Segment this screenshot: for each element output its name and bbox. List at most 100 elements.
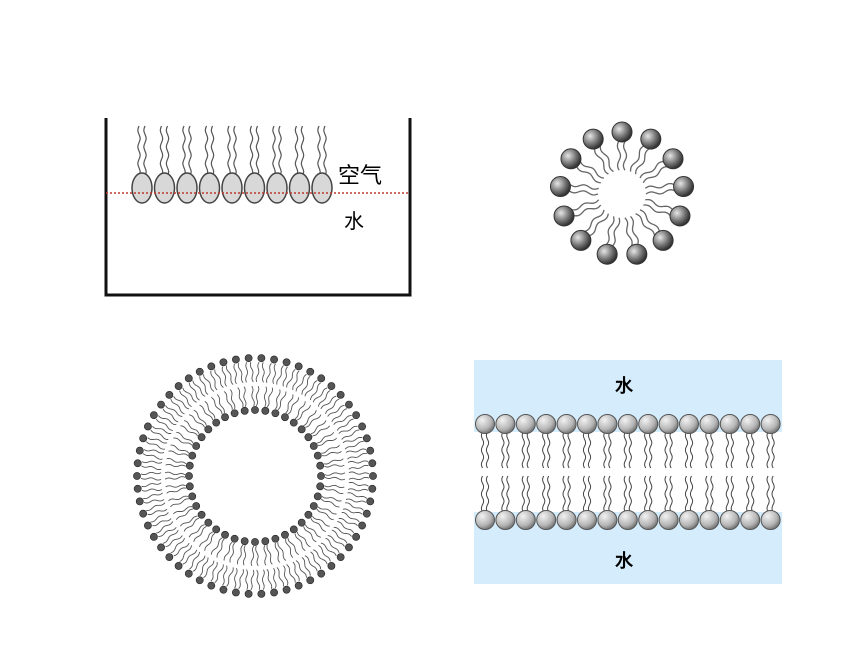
hydrophobic-tail: [150, 512, 169, 523]
hydrophilic-head: [185, 472, 193, 480]
hydrophobic-tail: [310, 551, 322, 570]
hydrophilic-head: [133, 459, 142, 468]
hydrophilic-head: [185, 482, 194, 491]
hydrophilic-head: [174, 562, 183, 570]
hydrophobic-tail: [199, 531, 214, 548]
hydrophobic-tail: [624, 217, 633, 247]
hydrophilic-head: [597, 510, 618, 530]
amphiphile-molecule: [153, 125, 176, 204]
hydrophobic-tail: [188, 382, 200, 401]
hydrophobic-tail: [605, 216, 615, 246]
bilayer-molecule-bottom: [475, 475, 495, 530]
hydrophobic-tail: [250, 545, 255, 567]
liposome-outer-molecule: [286, 561, 303, 590]
hydrophobic-tail: [547, 475, 551, 513]
hydrophobic-tail: [623, 475, 627, 513]
liposome-inner-molecule: [316, 482, 345, 494]
hydrophobic-tail: [725, 475, 729, 513]
micelle-molecule: [639, 148, 684, 184]
hydrophobic-tail: [579, 161, 605, 179]
hydrophobic-tail: [480, 475, 485, 513]
hydrophobic-tail: [751, 475, 755, 513]
hydrophilic-head: [197, 510, 206, 519]
liposome-outer-molecule: [313, 545, 336, 570]
micelle-molecule: [624, 215, 648, 265]
hydrophobic-tail: [567, 475, 571, 513]
hydrophobic-tail: [173, 506, 193, 515]
liposome-inner-molecule: [173, 502, 201, 520]
hydrophilic-head: [368, 484, 377, 493]
hydrophobic-tail: [526, 431, 530, 469]
hydrophilic-head: [289, 525, 298, 534]
liposome-outer-molecule: [345, 446, 375, 460]
hydrophilic-head: [560, 148, 582, 170]
liposome-outer-molecule: [333, 411, 361, 431]
hydrophilic-head: [597, 414, 618, 434]
hydrophilic-head: [195, 367, 204, 376]
hydrophobic-tail: [179, 515, 198, 527]
liposome-outer-molecule: [157, 400, 183, 423]
hydrophilic-head: [184, 374, 193, 383]
hydrophilic-head: [316, 482, 325, 491]
hydrophobic-tail: [304, 524, 322, 538]
bilayer-bottom-leaflet: [475, 475, 781, 530]
hydrophobic-tail: [249, 125, 254, 177]
hydrophobic-tail: [296, 404, 311, 421]
hydrophilic-head: [358, 422, 366, 431]
hydrophobic-tail: [616, 140, 622, 171]
hydrophobic-tail: [645, 198, 674, 211]
liposome-inner-molecule: [316, 458, 345, 470]
bilayer-molecule-top: [699, 414, 720, 469]
hydrophilic-head: [240, 406, 249, 415]
liposome-outer-molecule: [312, 382, 336, 407]
liposome-inner-molecule: [179, 510, 206, 532]
hydrophobic-tail: [628, 475, 632, 513]
hydrophobic-tail: [170, 444, 190, 454]
bilayer-molecule-top: [577, 414, 597, 469]
hydrophobic-tail: [562, 475, 566, 513]
liposome-inner-molecule: [188, 518, 213, 543]
hydrophilic-head: [366, 497, 375, 506]
hydrophobic-tail: [730, 475, 734, 513]
hydrophilic-head: [317, 374, 326, 383]
hydrophilic-head: [282, 585, 291, 594]
liposome-inner-molecule: [165, 458, 194, 470]
hydrophobic-tail: [542, 475, 546, 513]
hydrophilic-head: [135, 446, 144, 455]
hydrophilic-head: [556, 510, 577, 530]
hydrophobic-tail: [188, 125, 192, 177]
bilayer-molecule-bottom: [617, 475, 638, 530]
hydrophobic-tail: [143, 492, 163, 500]
hydrophobic-tail: [506, 475, 510, 513]
liposome-inner-molecule: [304, 420, 331, 442]
hydrophobic-tail: [323, 487, 344, 494]
hydrophilic-head: [617, 510, 638, 530]
hydrophilic-head: [232, 355, 240, 364]
hydrophobic-tail: [303, 526, 317, 543]
bilayer-molecule-top: [760, 414, 781, 469]
liposome-inner-molecule: [199, 400, 221, 427]
liposome-outer-molecule: [207, 362, 224, 391]
hydrophobic-tail: [342, 437, 363, 444]
liposome-outer-molecule: [232, 568, 244, 597]
hydrophobic-tail: [345, 498, 367, 503]
hydrophobic-tail: [341, 429, 360, 440]
liposome-outer-molecule: [266, 567, 278, 597]
hydrophobic-tail: [216, 394, 225, 414]
hydrophobic-tail: [313, 549, 328, 565]
bilayer-molecule-top: [515, 414, 536, 469]
hydrophobic-tail: [216, 538, 225, 558]
hydrophobic-tail: [501, 431, 505, 469]
hydrophilic-head: [699, 510, 720, 530]
hydrophobic-tail: [273, 567, 277, 589]
hydrophobic-tail: [725, 431, 729, 469]
hydrophilic-head: [313, 492, 322, 501]
micelle-molecule: [560, 148, 605, 184]
micelle-molecule: [553, 199, 602, 227]
micelle-molecule: [635, 209, 674, 251]
liposome-inner-molecule: [180, 420, 206, 442]
hydrophilic-head: [133, 472, 141, 480]
hydrophobic-tail: [338, 425, 358, 434]
amphiphile-molecule: [266, 125, 288, 204]
liposome-inner-molecule: [223, 389, 239, 418]
